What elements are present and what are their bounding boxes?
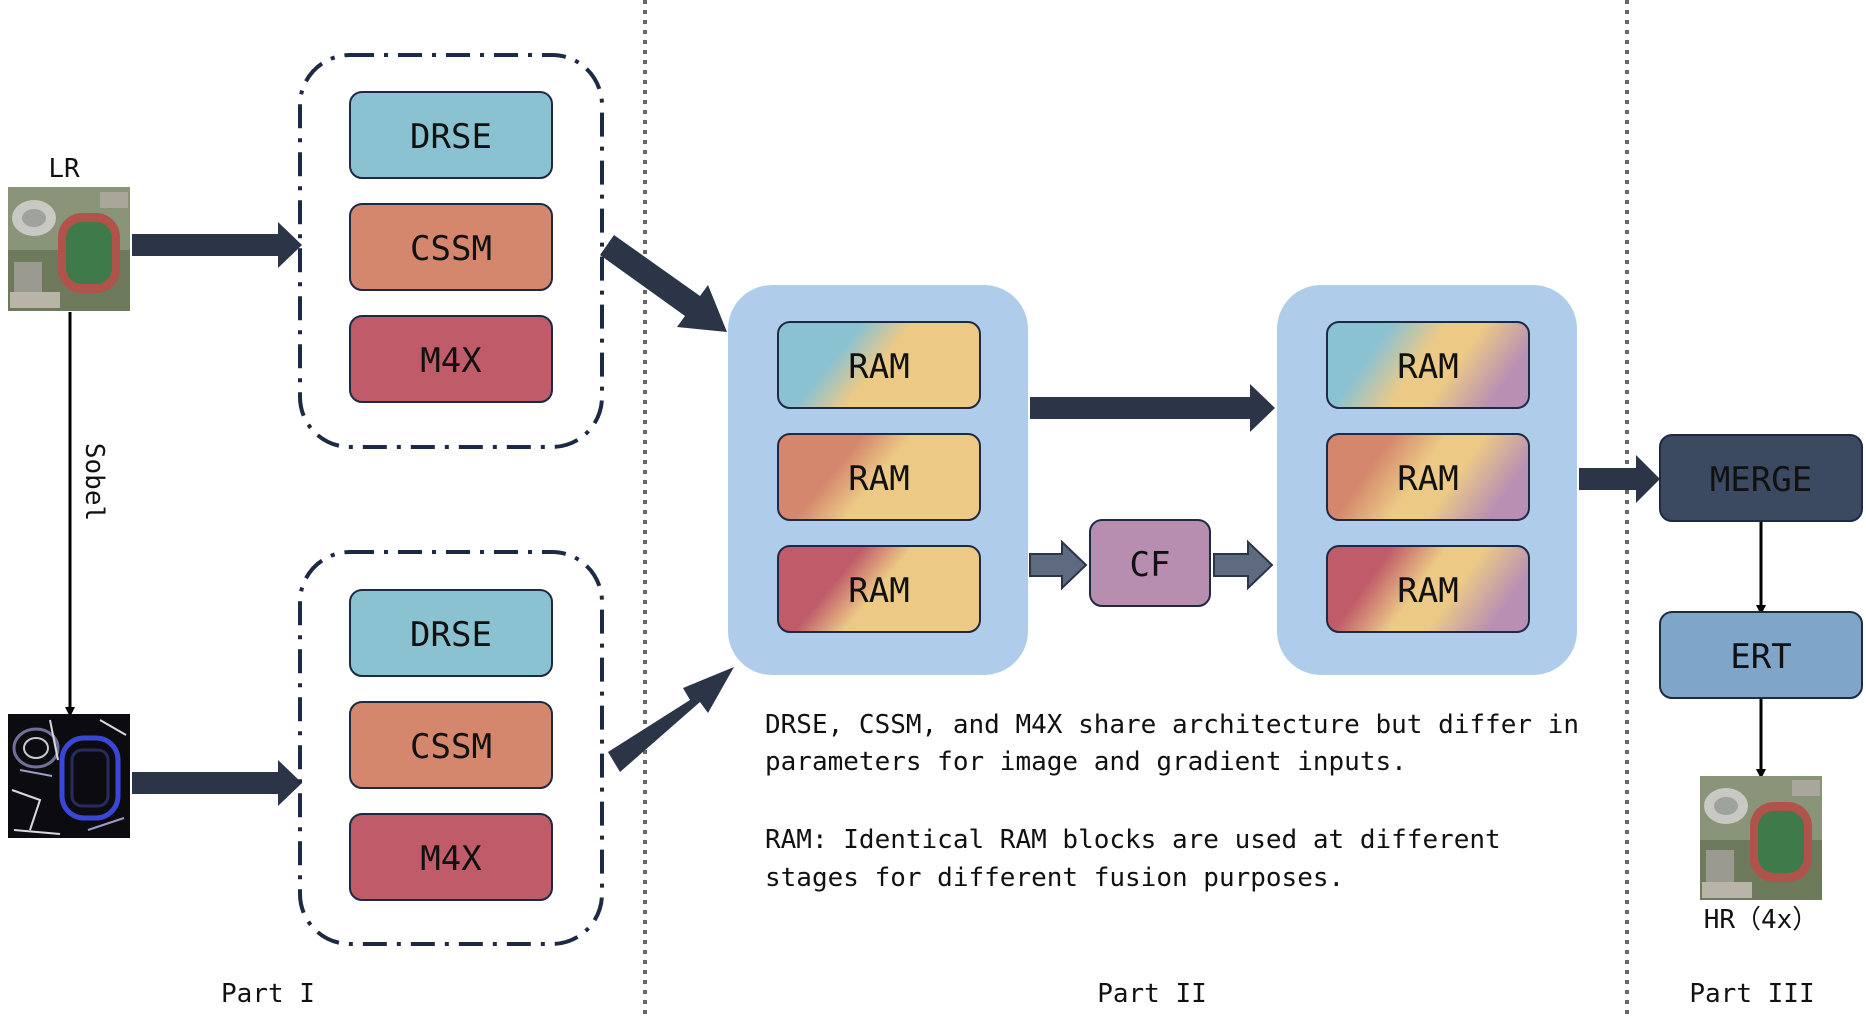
lr-label: LR bbox=[48, 154, 80, 184]
stage1-ram-2-label: RAM bbox=[848, 459, 909, 499]
arrow-lr-to-image-modules bbox=[132, 222, 302, 268]
stage1-ram-1 bbox=[777, 321, 981, 409]
arrow-gradient-to-gradient-modules bbox=[132, 760, 302, 806]
gradient-image bbox=[8, 714, 130, 838]
stage1-ram-1-label: RAM bbox=[848, 347, 909, 387]
gradient-drse-box bbox=[349, 589, 553, 677]
stage1-ram-2 bbox=[777, 433, 981, 521]
hr-label: HR（4x） bbox=[1704, 905, 1819, 935]
gradient-module-group bbox=[298, 550, 604, 946]
stage2-ram-2 bbox=[1326, 433, 1530, 521]
arrow-stage1-to-cf bbox=[1029, 539, 1088, 591]
ert-label: ERT bbox=[1730, 637, 1791, 677]
part-1-label: Part I bbox=[221, 979, 315, 1009]
note-line-2: parameters for image and gradient inputs… bbox=[765, 747, 1407, 777]
part-3-label: Part III bbox=[1689, 979, 1814, 1009]
hr-image bbox=[1700, 776, 1822, 900]
image-m4x-box bbox=[349, 315, 553, 403]
sobel-label: Sobel bbox=[79, 443, 109, 521]
arrow-gradient-modules-to-fusion bbox=[608, 667, 734, 772]
image-m4x-label: M4X bbox=[420, 341, 482, 381]
image-drse-box bbox=[349, 91, 553, 179]
arrow-stage2-to-merge bbox=[1579, 455, 1660, 503]
arrow-stage1-to-stage2 bbox=[1030, 384, 1275, 432]
note-line-1: DRSE, CSSM, and M4X share architecture b… bbox=[765, 710, 1579, 740]
stage1-ram-3 bbox=[777, 545, 981, 633]
stage2-ram-1-label: RAM bbox=[1397, 347, 1458, 387]
note-line-3: RAM: Identical RAM blocks are used at di… bbox=[765, 825, 1501, 855]
image-drse-label: DRSE bbox=[410, 117, 492, 157]
gradient-drse-label: DRSE bbox=[410, 615, 492, 655]
merge-label: MERGE bbox=[1710, 460, 1812, 500]
merge-box bbox=[1659, 434, 1863, 522]
image-module-group bbox=[298, 53, 604, 449]
image-cssm-box bbox=[349, 203, 553, 291]
gradient-m4x-label: M4X bbox=[420, 839, 482, 879]
lr-image bbox=[8, 187, 130, 311]
arrow-image-modules-to-fusion bbox=[600, 235, 727, 332]
stage2-ram-2-label: RAM bbox=[1397, 459, 1458, 499]
cf-label: CF bbox=[1130, 545, 1171, 585]
cf-box bbox=[1089, 519, 1211, 607]
gradient-m4x-box bbox=[349, 813, 553, 901]
stage2-ram-1 bbox=[1326, 321, 1530, 409]
gradient-cssm-label: CSSM bbox=[410, 727, 492, 767]
arrow-cf-to-stage2 bbox=[1213, 539, 1274, 591]
stage2-ram-3-label: RAM bbox=[1397, 571, 1458, 611]
ert-box bbox=[1659, 611, 1863, 699]
image-cssm-label: CSSM bbox=[410, 229, 492, 269]
gradient-cssm-box bbox=[349, 701, 553, 789]
stage2-ram-3 bbox=[1326, 545, 1530, 633]
part-2-label: Part II bbox=[1097, 979, 1207, 1009]
stage1-ram-3-label: RAM bbox=[848, 571, 909, 611]
note-line-4: stages for different fusion purposes. bbox=[765, 863, 1344, 893]
